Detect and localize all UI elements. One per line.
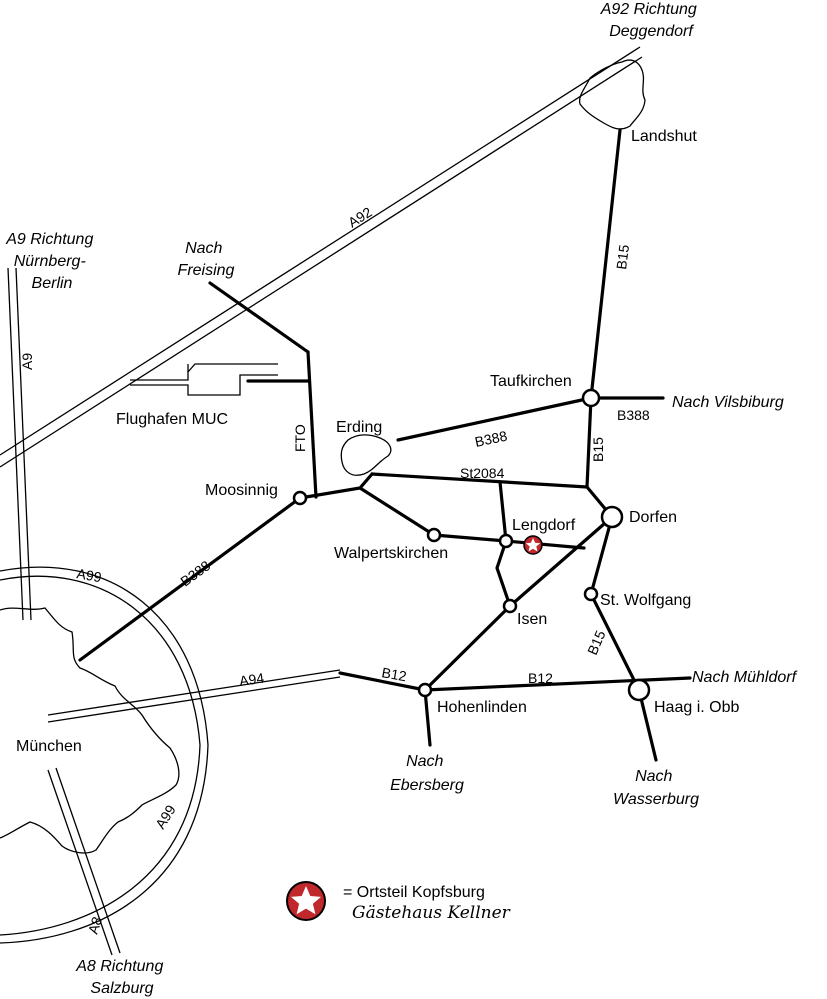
- town-flughafen: Flughafen MUC: [116, 411, 228, 428]
- direction-deggendorf: A92 Richtung Deggendorf: [600, 1, 702, 40]
- flughafen-shape: [130, 363, 310, 396]
- town-landshut: Landshut: [631, 128, 697, 145]
- road-label-a9: A9: [19, 353, 35, 370]
- road-label-b388-west: B388: [177, 557, 213, 589]
- road-label-a99-south: A99: [152, 802, 179, 832]
- direction-freising: Nach Freising: [178, 240, 235, 279]
- town-walpertskirchen: Walpertskirchen: [334, 545, 448, 562]
- muenchen-outline: [0, 607, 180, 854]
- roads: [78, 128, 692, 762]
- road-label-b388-erding: B388: [473, 427, 509, 449]
- taufkirchen-node: [581, 388, 601, 408]
- road-label-b15-mid: B15: [590, 437, 606, 462]
- direction-salzburg: A8 Richtung Salzburg: [75, 958, 168, 997]
- landshut-outline: [578, 59, 646, 130]
- direction-wasserburg: Nach Wasserburg: [613, 768, 699, 808]
- kopfsburg-marker: [523, 535, 543, 555]
- road-label-st2084: St2084: [460, 465, 505, 481]
- road-label-a8: A8: [85, 914, 106, 935]
- a9-motorway: [7, 267, 32, 621]
- walpertskirchen-node: [426, 527, 442, 543]
- town-isen: Isen: [517, 611, 547, 628]
- erding-outline: [340, 434, 392, 476]
- town-st-wolfgang: St. Wolfgang: [600, 592, 691, 609]
- road-label-b15-north: B15: [613, 243, 632, 270]
- town-moosinning: Moosinnig: [205, 482, 278, 499]
- town-muenchen: München: [16, 738, 82, 755]
- road-label-a99-north: A99: [75, 565, 103, 585]
- st-wolfgang-node: [583, 586, 599, 602]
- isen-node: [502, 598, 518, 614]
- a8-motorway: [47, 767, 121, 956]
- legend-name: Gästehaus Kellner: [352, 903, 511, 923]
- legend: = Ortsteil Kopfsburg Gästehaus Kellner: [286, 881, 511, 923]
- road-label-b15-south: B15: [584, 628, 609, 657]
- road-label-b12-east: B12: [528, 670, 553, 686]
- town-lengdorf: Lengdorf: [512, 517, 576, 534]
- road-label-a94: A94: [238, 670, 265, 689]
- road-label-b388-east: B388: [617, 407, 650, 423]
- a92-motorway: [0, 46, 643, 468]
- town-haag: Haag i. Obb: [654, 699, 739, 716]
- road-label-fto: FTO: [292, 424, 308, 452]
- direction-muehldorf: Nach Mühldorf: [692, 669, 798, 686]
- town-hohenlinden: Hohenlinden: [437, 699, 527, 716]
- lengdorf-node: [498, 533, 514, 549]
- a94-motorway: [47, 669, 427, 723]
- a99-ring: [0, 566, 209, 944]
- dorfen-node: [600, 505, 624, 529]
- direction-vilsbiburg: Nach Vilsbiburg: [672, 394, 784, 411]
- direction-ebersberg: Nach Ebersberg: [390, 753, 464, 794]
- direction-nuernberg: A9 Richtung Nürnberg- Berlin: [5, 231, 98, 292]
- road-label-b12-west: B12: [380, 664, 408, 684]
- road-label-a92: A92: [345, 204, 375, 231]
- moosinning-node: [292, 490, 308, 506]
- legend-label: = Ortsteil Kopfsburg: [343, 884, 485, 901]
- star-marker-icon: [286, 881, 326, 921]
- town-taufkirchen: Taufkirchen: [490, 373, 572, 390]
- hohenlinden-node: [417, 682, 433, 698]
- town-erding: Erding: [336, 419, 382, 436]
- town-dorfen: Dorfen: [629, 509, 677, 526]
- haag-node: [627, 678, 651, 702]
